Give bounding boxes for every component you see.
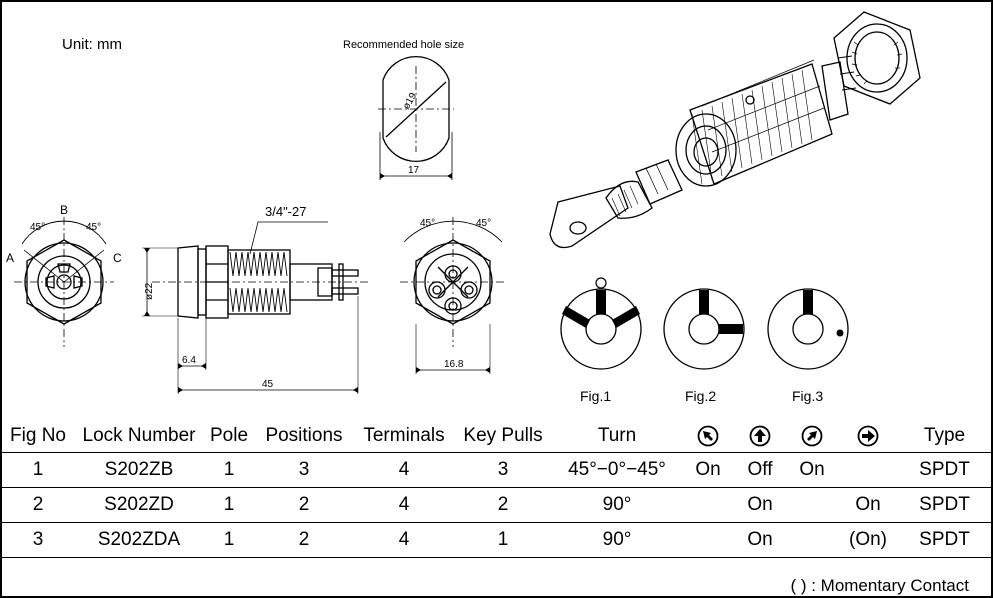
cell-fig: 2 (2, 487, 74, 523)
position-label-b: B (60, 203, 68, 217)
table-row-empty (2, 557, 991, 580)
header-lock-number: Lock Number (82, 425, 196, 446)
side-view (142, 221, 368, 394)
header-key-pulls: Key Pulls (463, 425, 543, 446)
cell-key-pulls: 1 (454, 522, 552, 558)
cell-pos-c: On (786, 452, 838, 488)
cell-terminals: 4 (354, 487, 454, 523)
cell-pos-c (786, 522, 838, 558)
cell-positions: 2 (254, 522, 354, 558)
cell-pos-d: (On) (838, 522, 898, 558)
cell-pole: 1 (204, 452, 254, 488)
diameter-22-label: ø22 (144, 282, 155, 300)
front-view (14, 217, 114, 347)
cell-terminals: 4 (354, 522, 454, 558)
table-header-row: Fig No Lock Number Pole Positions Termin… (2, 420, 991, 453)
fig1-label: Fig.1 (580, 388, 611, 404)
dim-16-8-label: 16.8 (444, 359, 464, 370)
header-positions: Positions (265, 425, 343, 446)
technical-drawing: Unit: mm Recommended hole size ø19 17 3/… (6, 11, 921, 404)
cell-fig: 3 (2, 522, 74, 558)
arrow-up-left-icon (697, 425, 719, 447)
cell-type: SPDT (898, 487, 991, 523)
cell-pos-d (838, 452, 898, 488)
fig2-label: Fig.2 (685, 388, 716, 404)
cell-positions: 2 (254, 487, 354, 523)
header-fig-no: Fig No (10, 425, 66, 446)
fig1-diagram (560, 277, 642, 370)
rear-view (400, 217, 506, 374)
cell-pos-a (682, 487, 734, 523)
arrow-right-icon (857, 425, 879, 447)
cell-turn: 45°−0°−45° (552, 452, 682, 488)
hole-size-diagram (378, 56, 454, 180)
thread-label: 3/4"-27 (265, 204, 306, 219)
dim-45-label: 45 (262, 379, 274, 390)
cell-pole: 1 (204, 487, 254, 523)
cell-pos-a (682, 522, 734, 558)
cell-pos-d: On (838, 487, 898, 523)
angle-label-left: 45° (30, 222, 45, 233)
hole-width-label: 17 (408, 165, 420, 176)
cell-turn: 90° (552, 487, 682, 523)
cell-type: SPDT (898, 452, 991, 488)
table-row: 1 S202ZB 1 3 4 3 45°−0°−45° On Off On SP… (2, 452, 991, 488)
table-row: 3 S202ZDA 1 2 4 1 90° On (On) SPDT (2, 522, 991, 558)
cell-lock-number: S202ZDA (74, 522, 204, 558)
header-terminals: Terminals (363, 425, 445, 446)
unit-label: Unit: mm (62, 36, 122, 53)
cell-pos-a: On (682, 452, 734, 488)
fig3-label: Fig.3 (792, 388, 823, 404)
hole-size-title: Recommended hole size (343, 39, 464, 51)
header-pole: Pole (209, 425, 249, 446)
cell-terminals: 4 (354, 452, 454, 488)
header-turn: Turn (597, 425, 637, 446)
cell-positions: 3 (254, 452, 354, 488)
cell-pos-c (786, 487, 838, 523)
header-type: Type (923, 425, 966, 446)
rear-angle-label-right: 45° (476, 218, 491, 229)
cell-fig: 1 (2, 452, 74, 488)
momentary-contact-note: ( ) : Momentary Contact (790, 576, 969, 595)
cell-key-pulls: 3 (454, 452, 552, 488)
angle-label-right: 45° (86, 222, 101, 233)
cell-turn: 90° (552, 522, 682, 558)
cell-lock-number: S202ZB (74, 452, 204, 488)
arrow-up-right-icon (801, 425, 823, 447)
cell-pole: 1 (204, 522, 254, 558)
cell-lock-number: S202ZD (74, 487, 204, 523)
position-label-c: C (113, 251, 122, 265)
specification-table: Fig No Lock Number Pole Positions Termin… (2, 420, 991, 580)
cell-pos-b: Off (734, 452, 786, 488)
cell-key-pulls: 2 (454, 487, 552, 523)
rear-angle-label-left: 45° (420, 218, 435, 229)
cell-pos-b: On (734, 487, 786, 523)
table-row: 2 S202ZD 1 2 4 2 90° On On SPDT (2, 487, 991, 523)
cell-pos-b: On (734, 522, 786, 558)
position-label-a: A (6, 251, 14, 265)
arrow-up-icon (749, 425, 771, 447)
dim-6-4-label: 6.4 (182, 355, 196, 366)
cell-type: SPDT (898, 522, 991, 558)
assembly-illustration (549, 11, 921, 249)
